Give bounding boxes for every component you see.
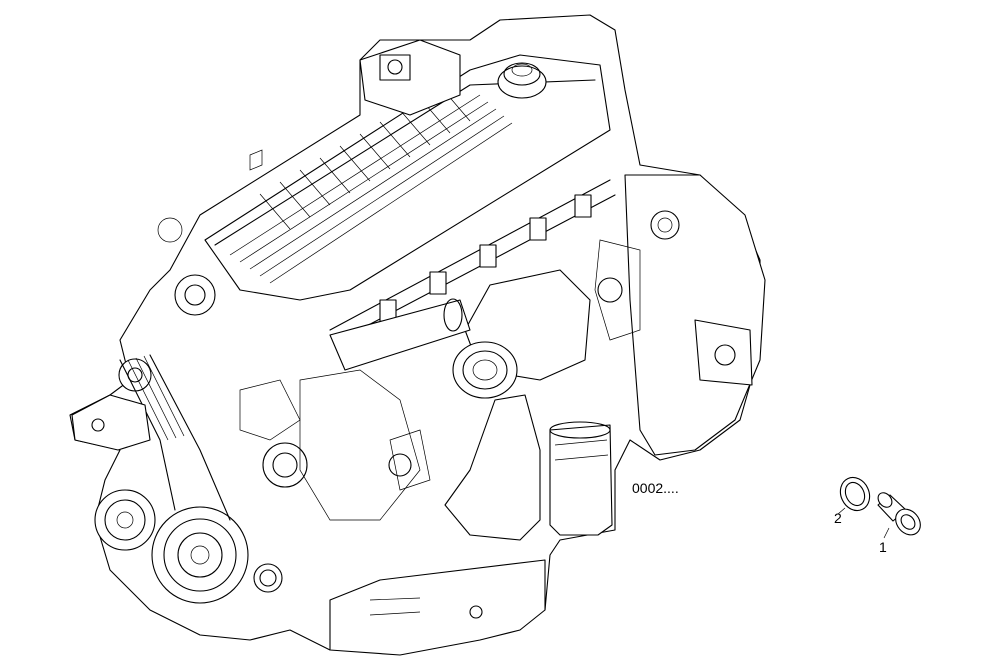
- front-pulleys: [94, 274, 308, 604]
- injector-clamps: [379, 194, 592, 323]
- engine-assembly: [69, 14, 766, 656]
- valve-cover-ribs: [229, 85, 513, 284]
- callout-number-2: 2: [834, 510, 842, 526]
- callout-number-1: 1: [879, 539, 887, 555]
- sealing-washer: [837, 476, 871, 515]
- plug-part: [877, 492, 921, 539]
- drawing-reference-code: 0002....: [632, 480, 679, 496]
